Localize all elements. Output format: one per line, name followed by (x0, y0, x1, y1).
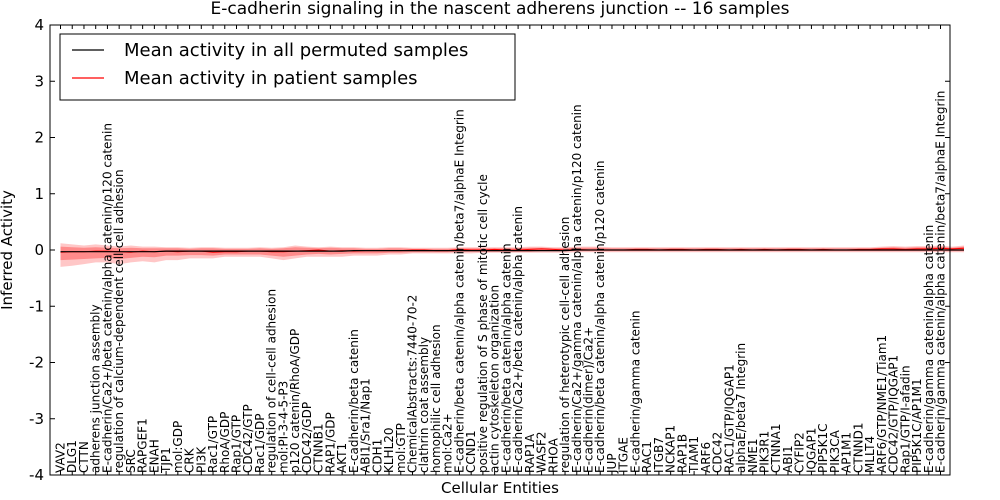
x-tick-label: CTTN (77, 441, 91, 473)
x-tick-label: Rap1/GTP/I-afadin (898, 365, 912, 473)
x-tick-label: PIK3CA (828, 429, 842, 473)
x-tick-label: p120 catenin/RhoA/GDP (288, 329, 302, 473)
x-tick-label: Rac1/GDP (253, 414, 267, 473)
x-tick-label: E-cadherin/beta catenin/alpha catenin (499, 243, 513, 473)
x-tick-label: RAP1A (523, 433, 537, 473)
x-tick-label: CYFIP2 (793, 432, 807, 473)
y-tick-label: 4 (34, 16, 44, 34)
x-tick-label: AP1M1 (840, 432, 854, 473)
x-tick-label: TIAM1 (687, 436, 701, 474)
x-tick-label: ITGAE (617, 437, 631, 473)
x-tick-label: regulation of cell-cell adhesion (265, 289, 279, 473)
x-tick-label: E-cadherin/beta catenin (347, 329, 361, 473)
x-tick-label: CRK (183, 447, 197, 473)
x-tick-label: E-cadherin/gamma catenin/alpha catenin/b… (934, 91, 948, 473)
x-tick-label: AKT1 (335, 443, 349, 473)
x-tick-label: homophilic cell adhesion (429, 324, 443, 473)
x-tick-label: ARF6/GTP/NME1/Tiam1 (875, 335, 889, 473)
x-tick-label: mol:GTP (394, 423, 408, 473)
legend-box (59, 33, 516, 101)
x-tick-label: mol:GDP (171, 421, 185, 473)
x-tick-label: PIP5K1C (816, 423, 830, 473)
x-tick-label: MLLT4 (863, 436, 877, 473)
x-tick-label: clathrin coat assembly (417, 337, 431, 473)
x-tick-label: RAP1/GDP (323, 412, 337, 473)
x-tick-label: CCND1 (464, 430, 478, 473)
x-tick-label: regulation of calcium-dependent cell-cel… (112, 169, 126, 473)
x-tick-label: NCKAP1 (664, 425, 678, 473)
y-tick-label: 3 (34, 72, 44, 90)
x-tick-label: alphaE/beta7 Integrin (734, 343, 748, 473)
x-tick-label: IQGAP1 (804, 428, 818, 473)
plot-frame (49, 24, 951, 476)
x-tick-label: CDH1 (370, 439, 384, 473)
legend-label-1: Mean activity in patient samples (124, 68, 418, 89)
y-tick-label: 1 (34, 185, 44, 203)
x-tick-label: mol:PI-3-4-5-P3 (276, 381, 290, 473)
x-tick-label: E-cadherin/Ca2+/beta catenin/alpha caten… (511, 206, 525, 473)
legend: Mean activity in all permuted samplesMea… (59, 33, 516, 101)
x-tick-label: DLG1 (65, 440, 79, 473)
x-tick-label: RAP1B (675, 434, 689, 473)
x-tick-label: regulation of heterotypic cell-cell adhe… (558, 217, 572, 473)
x-tick-label: JUP (605, 453, 619, 474)
x-tick-label: actin cytoskeleton organization (488, 285, 502, 473)
legend-label-0: Mean activity in all permuted samples (124, 40, 468, 61)
x-tick-label: ABI1 (781, 445, 795, 473)
x-tick-label: E-cadherin/Ca2+/gamma catenin/alpha cate… (570, 104, 584, 473)
x-tick-label: CTNND1 (851, 422, 865, 473)
x-tick-label: E-cadherin(dimer)/Ca2+ (582, 327, 596, 473)
x-tick-label: SRC (124, 449, 138, 473)
y-tick-label: -2 (29, 354, 44, 372)
y-tick-label: -4 (29, 466, 44, 484)
x-tick-label: ARF6 (699, 442, 713, 473)
x-tick-label: E-cadherin/beta catenin/alpha catenin/be… (452, 109, 466, 473)
x-tick-label: E-cadherin/beta catenin/alpha catenin/p1… (593, 160, 607, 473)
x-tick-label: CDC42/GTP/IQGAP1 (887, 355, 901, 473)
x-tick-label: CDC42 (711, 432, 725, 473)
y-tick-label: -1 (29, 297, 44, 315)
x-tick-label: TJP1 (159, 447, 173, 474)
x-tick-label: ABI1/Sra1/Nap1 (359, 378, 373, 473)
x-tick-label: ITGB7 (652, 437, 666, 473)
x-tick-label: CDC42/GTP (241, 404, 255, 473)
x-tick-label: VAV2 (54, 442, 68, 473)
x-tick-label: PI3K (194, 446, 208, 473)
y-ticks: -4 -3 -2 -1 0 1 2 3 4 (29, 16, 950, 484)
y-tick-label: 2 (34, 129, 44, 147)
x-tick-label: PIK3R1 (758, 431, 772, 473)
series-lines (60, 247, 965, 253)
x-tick-label: adherens junction assembly (89, 304, 103, 473)
x-tick-label: ENAH (147, 439, 161, 473)
x-axis-label: Cellular Entities (441, 479, 559, 497)
x-tick-label: mol:Ca2+ (441, 413, 455, 473)
x-tick-label: E-cadherin/Ca2+/beta catenin/alpha caten… (100, 123, 114, 473)
x-tick-label: RAPGEF1 (136, 418, 150, 473)
x-tick-label: E-cadherin/gamma catenin/alpha catenin (922, 225, 936, 473)
x-tick-label: RHOA (546, 437, 560, 473)
series-line-0 (60, 249, 964, 253)
x-tick-label: ChemicalAbstracts:7440-70-2 (406, 295, 420, 473)
x-tick-label: WASF2 (535, 431, 549, 473)
y-tick-label: -3 (29, 410, 44, 428)
x-tick-label: RhoA/GDP (218, 412, 232, 473)
chart-title: E-cadherin signaling in the nascent adhe… (211, 0, 790, 19)
x-tick-label: KLHL20 (382, 427, 396, 473)
x-tick-label: CTNNB1 (312, 423, 326, 473)
x-tick-label: E-cadherin/gamma catenin (628, 311, 642, 474)
x-tick-label: Rac1/GTP (206, 416, 220, 473)
x-tick-label: NME1 (746, 438, 760, 473)
x-tick-label: PIP5K1C/AP1M1 (910, 378, 924, 473)
x-tick-label: RAC1 (640, 441, 654, 473)
x-tick-label: RAC1/GTP/IQGAP1 (722, 364, 736, 473)
x-tick-label: CDC42/GDP (300, 402, 314, 473)
x-tick-label: CTNNA1 (769, 423, 783, 473)
x-tick-label: Rap1/GTP (230, 415, 244, 473)
x-tick-label: positive regulation of S phase of mitoti… (476, 174, 490, 473)
y-tick-label: 0 (34, 241, 44, 259)
y-axis-label: Inferred Activity (0, 190, 16, 310)
